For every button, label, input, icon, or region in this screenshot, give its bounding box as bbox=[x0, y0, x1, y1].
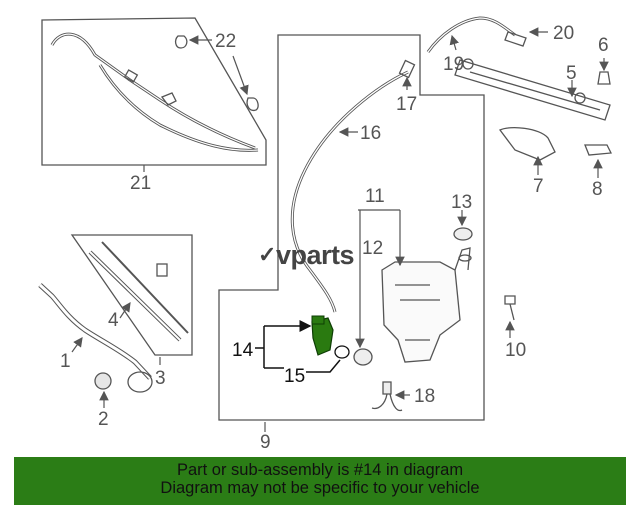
callout-14: 14 bbox=[232, 340, 254, 361]
callout-4: 4 bbox=[108, 310, 119, 331]
callout-16: 16 bbox=[360, 123, 381, 144]
callout-21: 21 bbox=[130, 173, 151, 194]
callout-5: 5 bbox=[566, 63, 577, 84]
filler-cap-13 bbox=[453, 227, 473, 241]
callout-3: 3 bbox=[155, 368, 166, 389]
callout-7: 7 bbox=[533, 176, 544, 197]
leader-lines bbox=[71, 27, 609, 432]
reservoir-panel bbox=[218, 34, 485, 421]
bolt-10 bbox=[504, 295, 516, 321]
callout-17: 17 bbox=[396, 94, 417, 115]
parts-diagram: 22 21 20 19 6 5 17 16 7 8 11 13 12 4 10 … bbox=[38, 16, 613, 453]
panel-3-outline bbox=[70, 234, 193, 356]
linkage-parts bbox=[426, 16, 613, 321]
linkage-5 bbox=[454, 59, 611, 121]
hose-kit-panel bbox=[41, 17, 267, 166]
callout-8: 8 bbox=[592, 179, 603, 200]
vparts-logo: ✓vparts bbox=[258, 240, 354, 271]
callout-15: 15 bbox=[284, 366, 305, 387]
callout-18: 18 bbox=[414, 386, 435, 407]
callout-1: 1 bbox=[60, 351, 71, 372]
banner-line-1: Part or sub-assembly is #14 in diagram bbox=[176, 461, 464, 479]
callout-13: 13 bbox=[451, 192, 472, 213]
callout-22: 22 bbox=[215, 31, 236, 52]
washer-pump-14 bbox=[311, 315, 334, 356]
callout-6: 6 bbox=[598, 35, 609, 56]
nut-6 bbox=[597, 71, 611, 85]
callout-19: 19 bbox=[443, 54, 464, 75]
callout-2: 2 bbox=[98, 409, 109, 430]
connector-22-bottom bbox=[246, 97, 259, 112]
info-banner: Part or sub-assembly is #14 in diagram D… bbox=[14, 457, 626, 505]
wiper-panel bbox=[38, 234, 193, 393]
callout-12: 12 bbox=[362, 238, 383, 259]
grommet-12 bbox=[353, 348, 373, 366]
logo-text: vparts bbox=[275, 240, 355, 270]
washer-reservoir bbox=[381, 261, 461, 363]
callout-10: 10 bbox=[505, 340, 526, 361]
connector-22-top bbox=[174, 35, 188, 49]
callout-9: 9 bbox=[260, 432, 271, 453]
banner-line-2: Diagram may not be specific to your vehi… bbox=[160, 479, 480, 497]
nut-cap-2 bbox=[94, 372, 112, 390]
leader-lines-14-15 bbox=[255, 320, 341, 373]
panel-21-outline bbox=[41, 17, 267, 166]
callout-20: 20 bbox=[553, 23, 574, 44]
seal-15 bbox=[334, 345, 350, 359]
bracket-8 bbox=[584, 144, 613, 156]
checkmark-logo-icon: ✓ bbox=[258, 242, 276, 267]
motor-7 bbox=[499, 127, 556, 161]
panel-9-outline bbox=[218, 34, 485, 421]
callout-11: 11 bbox=[365, 186, 385, 207]
nozzle-20 bbox=[504, 31, 527, 47]
